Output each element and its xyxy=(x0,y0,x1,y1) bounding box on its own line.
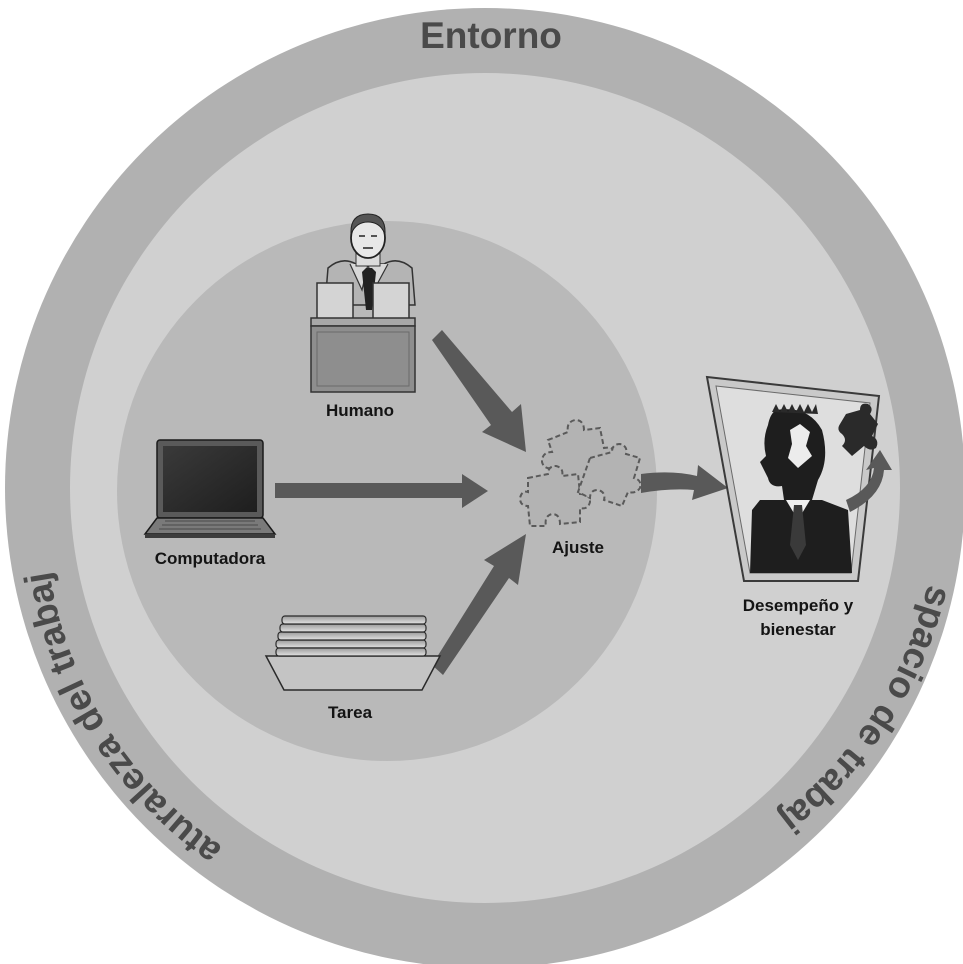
desempeno-label-line1: Desempeño y xyxy=(743,596,854,615)
laptop-icon xyxy=(143,439,277,538)
computadora-label: Computadora xyxy=(155,549,266,568)
arrow-computer-to-fit xyxy=(275,474,488,508)
person-at-desk-icon xyxy=(310,213,416,393)
humano-label: Humano xyxy=(326,401,394,420)
puzzle-pieces-icon xyxy=(518,418,642,527)
tarea-label: Tarea xyxy=(328,703,373,722)
desempeno-label-line2: bienestar xyxy=(760,620,836,639)
entorno-label: Entorno xyxy=(420,15,562,56)
head-silhouette-with-puzzle-icon xyxy=(705,375,892,582)
arrows xyxy=(275,330,728,675)
stacked-papers-tray-icon xyxy=(264,615,442,691)
arrow-task-to-fit xyxy=(432,534,526,675)
ajuste-label: Ajuste xyxy=(552,538,604,557)
arrow-human-to-fit xyxy=(432,330,526,452)
arrow-fit-to-output xyxy=(641,465,728,500)
